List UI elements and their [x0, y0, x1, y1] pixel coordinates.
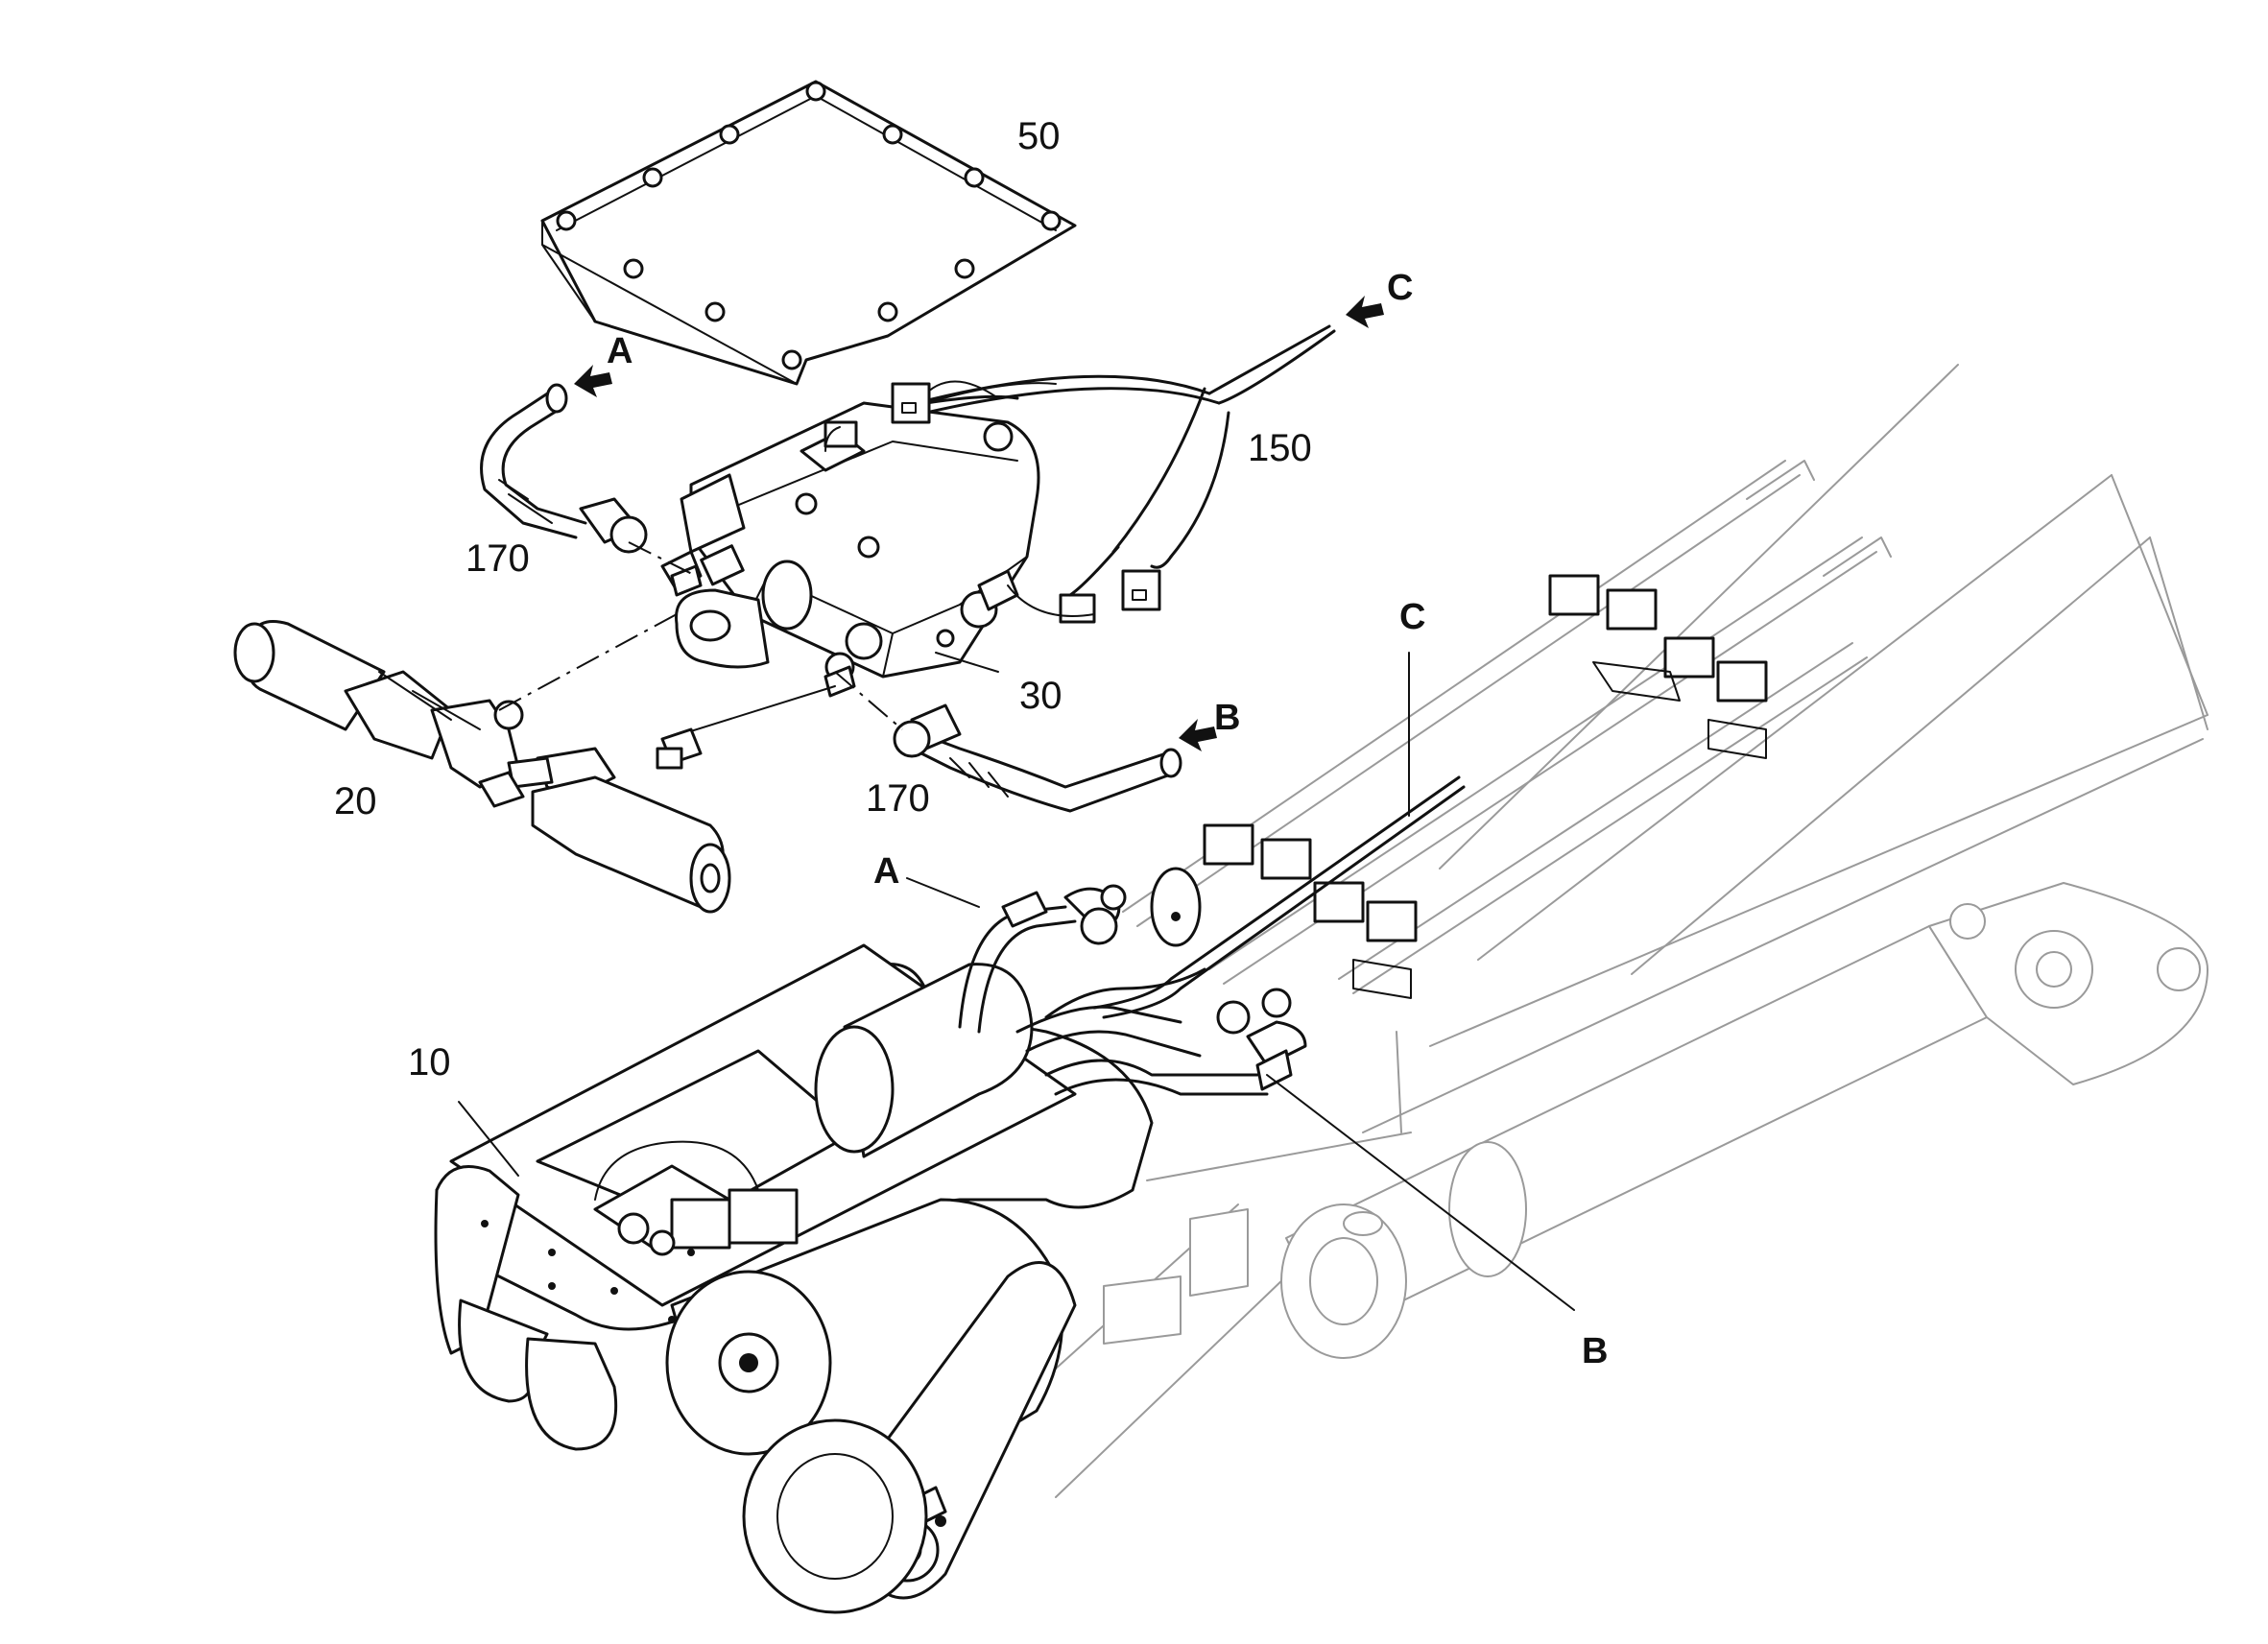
part-labels: 50 150 170 30 20 170 10: [334, 115, 1312, 1084]
connection-labels: A C B A C B: [607, 268, 1608, 1371]
hoses: [480, 383, 1182, 813]
label-170-top: 170: [466, 537, 530, 580]
label-10: 10: [408, 1041, 451, 1084]
label-170-bottom: 170: [866, 777, 930, 820]
assembly-axis-lines: [498, 541, 903, 730]
arrow-b-top: [1179, 719, 1217, 751]
label-b-top: B: [1214, 698, 1240, 738]
label-50: 50: [1017, 115, 1061, 157]
label-20: 20: [334, 780, 377, 822]
label-a-top: A: [607, 331, 633, 371]
label-a-bottom: A: [873, 851, 899, 892]
label-150: 150: [1248, 427, 1312, 469]
locking-cylinder: [233, 620, 731, 914]
label-c-top: C: [1387, 268, 1413, 308]
leader-lines: [458, 652, 1575, 1311]
label-30: 30: [1019, 675, 1062, 717]
cover-plate: [540, 80, 1077, 386]
valve-block: [660, 380, 1096, 682]
quick-coupler-frame: [434, 775, 1466, 1614]
arrow-c-top: [1346, 296, 1384, 328]
wiring-harness: [891, 324, 1336, 611]
label-b-bottom: B: [1582, 1331, 1608, 1371]
boom-arm: [997, 364, 2208, 1498]
flow-arrows: [574, 296, 1384, 751]
arrow-a-top: [574, 365, 612, 397]
label-c-bottom: C: [1399, 597, 1425, 637]
